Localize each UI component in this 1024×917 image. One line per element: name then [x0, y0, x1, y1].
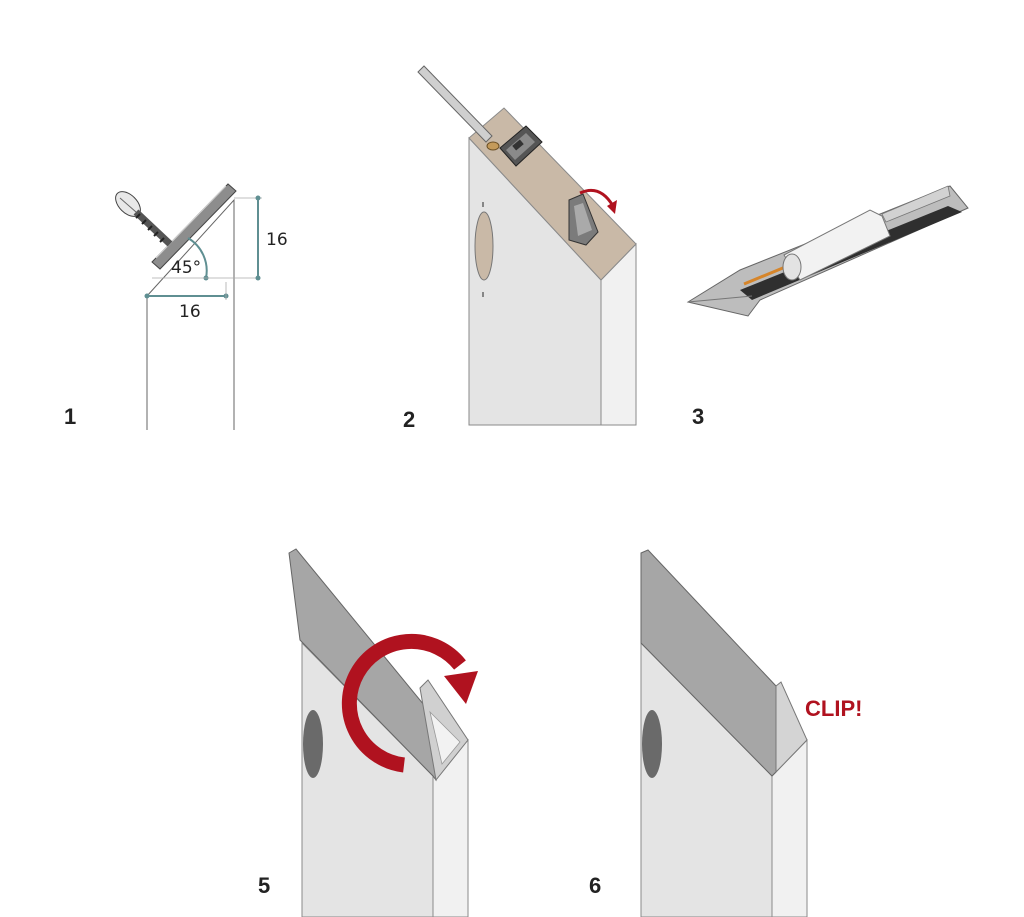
hinge-hole	[303, 710, 323, 778]
height-label: 16	[266, 230, 288, 250]
step-1-number: 1	[64, 404, 76, 429]
step-5-number: 5	[258, 873, 270, 898]
clip-callout: CLIP!	[805, 696, 862, 721]
rotate-arrow-icon	[579, 188, 617, 214]
step-3-number: 3	[692, 404, 704, 429]
step-6-panel: CLIP! 6	[589, 549, 862, 917]
step-2-number: 2	[403, 407, 415, 432]
angle-arc	[187, 237, 208, 279]
clip-icon	[499, 125, 543, 167]
width-label: 16	[179, 302, 201, 322]
hinge-hole	[474, 211, 494, 281]
step-2-panel: 2	[403, 65, 637, 432]
profile-section	[151, 183, 237, 270]
step-6-number: 6	[589, 873, 601, 898]
diffuser-cover	[782, 209, 891, 281]
clip-icon-2	[568, 193, 599, 246]
step-3-profile: 3	[686, 185, 969, 429]
hinge-hole	[642, 710, 662, 778]
screw-icon	[115, 191, 173, 247]
screwdriver-icon	[417, 65, 493, 143]
rotate-arrow-icon	[341, 633, 478, 773]
step-5-panel: 5	[258, 548, 478, 917]
step-1-panel: 45° 16 16 1	[64, 183, 288, 430]
angle-label: 45°	[171, 258, 201, 278]
